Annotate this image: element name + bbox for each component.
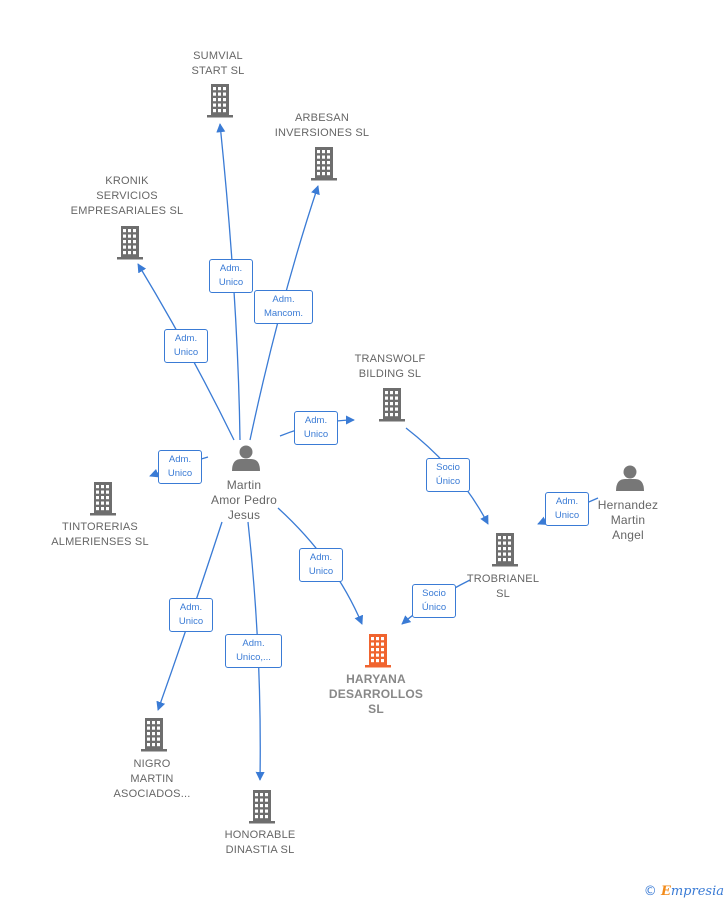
edge-label-martin-honorable[interactable]: Adm. Unico,... bbox=[225, 634, 282, 668]
node-label-hernandez[interactable]: Hernandez Martin Angel bbox=[597, 498, 659, 542]
kronik-building-icon[interactable] bbox=[117, 226, 143, 260]
node-label-honorable[interactable]: HONORABLE DINASTIA SL bbox=[224, 829, 296, 856]
brand-footer: © Empresia bbox=[644, 884, 724, 899]
tintorerias-building-icon[interactable] bbox=[90, 482, 116, 516]
brand-logo-letter: E bbox=[660, 884, 671, 899]
trobrianel-building-icon[interactable] bbox=[492, 533, 518, 567]
martin-person-icon[interactable] bbox=[232, 445, 260, 472]
edge-label-martin-tintorerias[interactable]: Adm. Unico bbox=[158, 450, 202, 484]
edge-label-martin-nigro[interactable]: Adm. Unico bbox=[169, 598, 213, 632]
node-label-tintorerias[interactable]: TINTORERIAS ALMERIENSES SL bbox=[51, 521, 149, 548]
honorable-building-icon[interactable] bbox=[249, 790, 275, 824]
edge-label-transwolf-trobrianel[interactable]: Socio Único bbox=[426, 458, 470, 492]
transwolf-building-icon[interactable] bbox=[379, 388, 405, 422]
edge-label-trobrianel-haryana[interactable]: Socio Único bbox=[412, 584, 456, 618]
node-label-martin[interactable]: Martin Amor Pedro Jesus bbox=[210, 478, 278, 522]
node-label-kronik[interactable]: KRONIK SERVICIOS EMPRESARIALES SL bbox=[70, 175, 184, 217]
node-label-haryana[interactable]: HARYANA DESARROLLOS SL bbox=[328, 672, 424, 716]
sumvial-building-icon[interactable] bbox=[207, 84, 233, 118]
edge-label-martin-haryana[interactable]: Adm. Unico bbox=[299, 548, 343, 582]
hernandez-person-icon[interactable] bbox=[616, 465, 644, 492]
edge-label-martin-arbesan[interactable]: Adm. Mancom. bbox=[254, 290, 313, 324]
node-label-sumvial[interactable]: SUMVIAL START SL bbox=[191, 50, 245, 77]
arbesan-building-icon[interactable] bbox=[311, 147, 337, 181]
node-label-transwolf[interactable]: TRANSWOLF BILDING SL bbox=[354, 353, 426, 380]
node-label-nigro[interactable]: NIGRO MARTIN ASOCIADOS... bbox=[113, 758, 191, 800]
node-label-arbesan[interactable]: ARBESAN INVERSIONES SL bbox=[274, 112, 370, 139]
nigro-building-icon[interactable] bbox=[141, 718, 167, 752]
node-label-trobrianel[interactable]: TROBRIANEL SL bbox=[466, 573, 540, 600]
copyright-icon: © bbox=[643, 884, 657, 899]
edge-label-martin-transwolf[interactable]: Adm. Unico bbox=[294, 411, 338, 445]
haryana-building-icon[interactable] bbox=[365, 634, 391, 668]
edge-label-hernandez-trobrianel[interactable]: Adm. Unico bbox=[545, 492, 589, 526]
brand-name: mpresia bbox=[670, 884, 724, 899]
edge-label-martin-sumvial[interactable]: Adm. Unico bbox=[209, 259, 253, 293]
edge-label-martin-kronik[interactable]: Adm. Unico bbox=[164, 329, 208, 363]
